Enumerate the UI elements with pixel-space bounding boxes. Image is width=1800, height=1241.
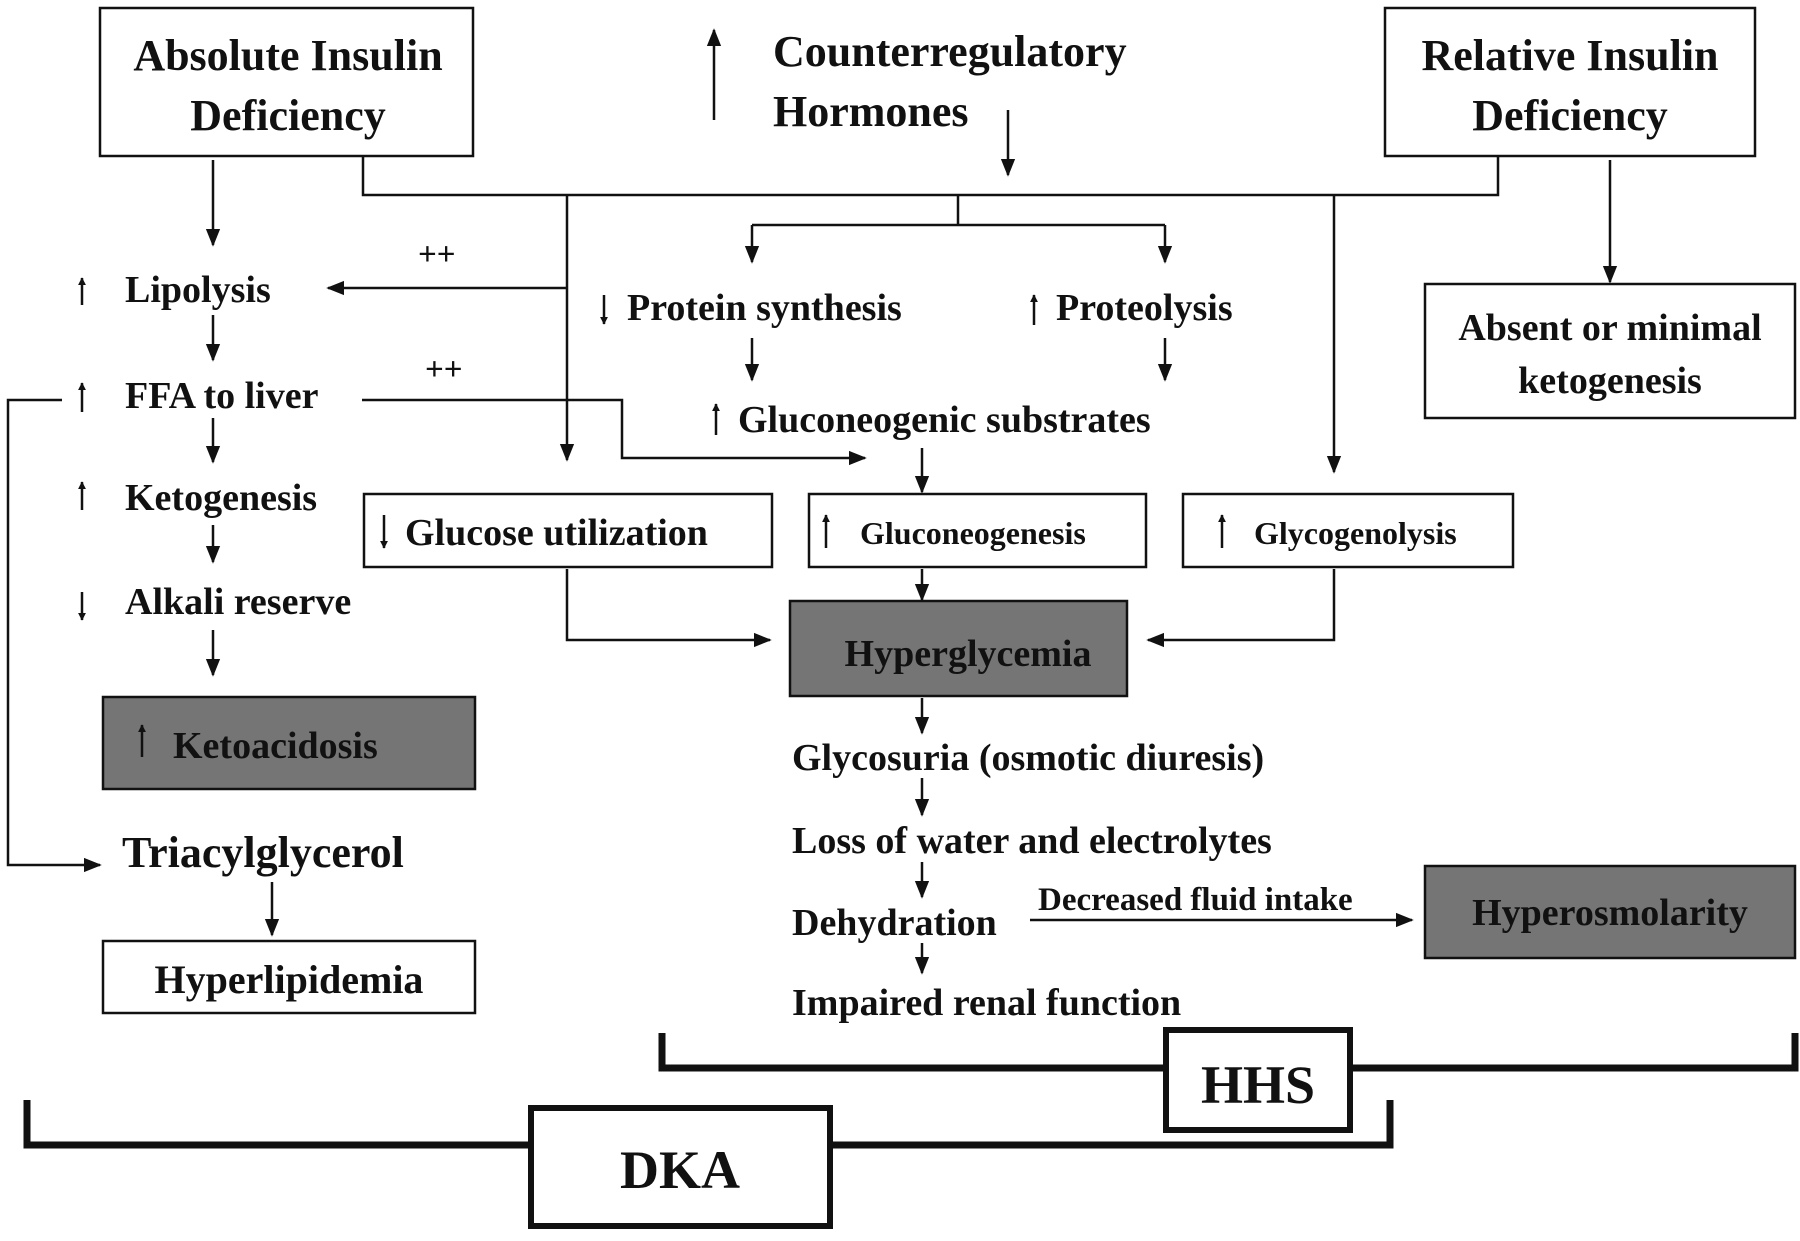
ketogenesis-label: Ketogenesis — [125, 477, 317, 519]
glycogenolysis-label: Glycogenolysis — [1254, 515, 1457, 551]
hyperlipidemia-label: Hyperlipidemia — [155, 957, 424, 1002]
glycosuria-label: Glycosuria (osmotic diuresis) — [792, 737, 1264, 779]
gluconeogenic-substrates-item: Gluconeogenic substrates — [712, 399, 1151, 441]
proteolysis-item: Proteolysis — [1030, 287, 1233, 329]
dka-bracket: DKA — [23, 1100, 1394, 1229]
absolute-insulin-line1: Absolute Insulin — [133, 31, 442, 80]
connector-lines — [205, 156, 1618, 474]
alkali-reserve-label: Alkali reserve — [125, 581, 351, 623]
absolute-insulin-deficiency-box: Absolute Insulin Deficiency — [98, 6, 475, 158]
ketoacidosis-box: Ketoacidosis — [101, 695, 477, 791]
gluconeogenic-substrates-label: Gluconeogenic substrates — [738, 399, 1151, 441]
glucose-utilization-box: Glucose utilization — [362, 492, 774, 569]
relative-insulin-line2: Deficiency — [1472, 91, 1667, 140]
relative-insulin-line1: Relative Insulin — [1421, 31, 1718, 80]
absent-ketogenesis-box: Absent or minimal ketogenesis — [1423, 282, 1797, 420]
absolute-insulin-line2: Deficiency — [190, 91, 385, 140]
decreased-fluid-label: Decreased fluid intake — [1038, 882, 1353, 918]
ketogenesis-item: Ketogenesis — [78, 477, 317, 519]
hyperglycemia-label: Hyperglycemia — [845, 633, 1092, 675]
hyperosmolarity-box: Hyperosmolarity — [1423, 864, 1797, 960]
hyperosmolarity-label: Hyperosmolarity — [1472, 892, 1748, 934]
hhs-label: HHS — [1201, 1055, 1315, 1115]
dka-label: DKA — [620, 1140, 740, 1200]
gluconeogenesis-box: Gluconeogenesis — [807, 492, 1148, 569]
absent-ketogenesis-line2: ketogenesis — [1518, 360, 1702, 402]
counterregulatory-line2: Hormones — [773, 87, 969, 136]
alkali-reserve-item: Alkali reserve — [78, 581, 351, 623]
impaired-renal-label: Impaired renal function — [792, 982, 1181, 1024]
ffa-to-liver-label: FFA to liver — [125, 375, 319, 417]
lipolysis-plus-label: ++ — [418, 237, 456, 273]
proteolysis-label: Proteolysis — [1056, 287, 1233, 329]
gluconeogenesis-label: Gluconeogenesis — [860, 515, 1086, 551]
relative-insulin-deficiency-box: Relative Insulin Deficiency — [1383, 6, 1757, 158]
protein-synthesis-item: Protein synthesis — [600, 287, 902, 329]
ffa-plus-label: ++ — [425, 352, 463, 388]
hyperglycemia-box: Hyperglycemia — [788, 599, 1129, 698]
counterregulatory-line1: Counterregulatory — [773, 27, 1127, 76]
hyperlipidemia-box: Hyperlipidemia — [101, 939, 477, 1015]
lipolysis-label: Lipolysis — [125, 269, 271, 311]
ketoacidosis-label: Ketoacidosis — [173, 725, 378, 767]
glucose-utilization-label: Glucose utilization — [405, 512, 708, 554]
glycogenolysis-box: Glycogenolysis — [1181, 492, 1515, 569]
loss-water-label: Loss of water and electrolytes — [792, 820, 1272, 862]
ffa-to-liver-item: FFA to liver — [78, 375, 319, 417]
triacylglycerol-label: Triacylglycerol — [122, 828, 404, 877]
protein-synthesis-label: Protein synthesis — [627, 287, 902, 329]
hhs-bracket: HHS — [658, 1027, 1799, 1133]
dehydration-label: Dehydration — [792, 902, 997, 944]
absent-ketogenesis-line1: Absent or minimal — [1458, 307, 1761, 349]
lipolysis-item: Lipolysis — [78, 269, 271, 311]
counterregulatory-hormones: Counterregulatory Hormones — [706, 27, 1127, 177]
